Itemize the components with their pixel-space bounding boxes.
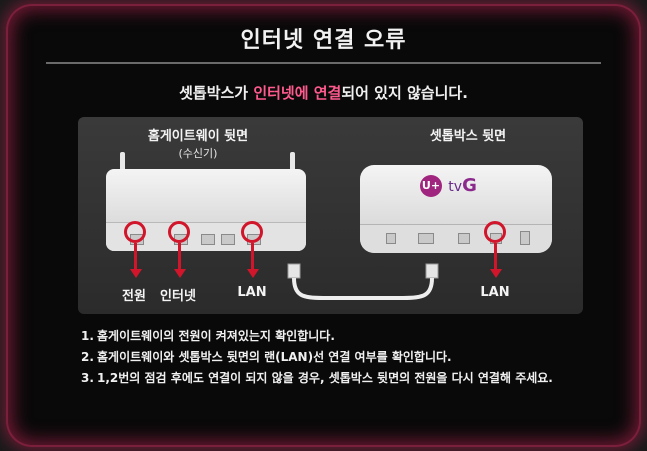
instruction-text: 홈게이트웨이의 전원이 켜져있는지 확인합니다.: [97, 329, 335, 343]
cable-plug-left: [287, 263, 301, 279]
settop-power-port: [520, 231, 530, 245]
instruction-item: 1. 홈게이트웨이의 전원이 켜져있는지 확인합니다.: [81, 326, 601, 347]
settop-label: 셋톱박스 뒷면: [429, 129, 507, 144]
instruction-number: 2.: [81, 350, 94, 364]
message-prefix: 셋톱박스가: [179, 84, 254, 102]
lan-pointer: [251, 243, 254, 270]
error-dialog: 인터넷 연결 오류 셋톱박스가 인터넷에 연결되어 있지 않습니다. 홈게이트웨…: [6, 4, 641, 447]
logo-u: U+: [420, 175, 442, 197]
logo-g: G: [462, 175, 477, 196]
lan-cable: [287, 263, 439, 300]
instruction-number: 1.: [81, 329, 94, 343]
logo-tv: tv: [448, 179, 463, 195]
message-highlight: 인터넷에 연결: [253, 84, 342, 102]
message-suffix: 되어 있지 않습니다.: [341, 84, 468, 102]
gateway-sublabel: (수신기): [178, 147, 218, 160]
lan-port-2: [221, 234, 235, 245]
settop-lan-label: LAN: [480, 285, 510, 300]
settop-port-a: [386, 233, 396, 244]
internet-label: 인터넷: [160, 289, 196, 304]
dialog-title: 인터넷 연결 오류: [240, 28, 407, 53]
power-pointer: [134, 243, 137, 270]
instruction-item: 2. 홈게이트웨이와 셋톱박스 뒷면의 랜(LAN)선 연결 여부를 확인합니다…: [81, 347, 601, 368]
settop-device: U+ tvG: [360, 165, 552, 253]
settop-port-c: [458, 233, 470, 244]
settop-port-b: [418, 233, 434, 244]
uplus-tvg-logo: U+ tvG: [420, 175, 477, 197]
internet-pointer: [178, 243, 181, 270]
internet-arrow: [174, 269, 186, 278]
settop-lan-arrow: [490, 269, 502, 278]
internet-port-marker: [168, 221, 190, 243]
lan-port-marker: [241, 221, 263, 243]
power-label: 전원: [122, 289, 146, 304]
instruction-text: 1,2번의 점검 후에도 연결이 되지 않을 경우, 셋톱박스 뒷면의 전원을 …: [97, 371, 553, 385]
instruction-list: 1. 홈게이트웨이의 전원이 켜져있는지 확인합니다. 2. 홈게이트웨이와 셋…: [81, 326, 601, 389]
lan-port-1: [201, 234, 215, 245]
settop-lan-pointer: [494, 243, 497, 270]
instruction-number: 3.: [81, 371, 94, 385]
settop-lan-marker: [484, 221, 506, 243]
cable-wire: [292, 277, 434, 300]
instruction-text: 홈게이트웨이와 셋톱박스 뒷면의 랜(LAN)선 연결 여부를 확인합니다.: [97, 350, 452, 364]
gateway-label: 홈게이트웨이 뒷면: [147, 129, 249, 144]
lan-arrow: [247, 269, 259, 278]
lan-label: LAN: [237, 285, 267, 300]
error-message: 셋톱박스가 인터넷에 연결되어 있지 않습니다.: [6, 82, 641, 103]
power-arrow: [130, 269, 142, 278]
instruction-item: 3. 1,2번의 점검 후에도 연결이 되지 않을 경우, 셋톱박스 뒷면의 전…: [81, 368, 601, 389]
power-port-marker: [124, 221, 146, 243]
cable-plug-right: [425, 263, 439, 279]
title-divider: [46, 62, 601, 64]
connection-diagram: 홈게이트웨이 뒷면 (수신기) 전원 인터넷 LAN: [78, 117, 583, 314]
